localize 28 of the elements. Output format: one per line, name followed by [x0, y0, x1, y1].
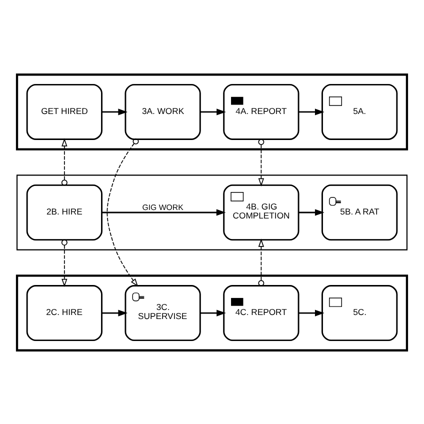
node-box: 2B. HIRE: [26, 184, 102, 240]
node-box: GET HIRED: [26, 83, 102, 140]
arrow: [102, 309, 128, 316]
node-box: 3C. SUPERVISE: [124, 284, 201, 341]
node-box: 4A. REPORT: [223, 83, 300, 140]
arrow: [102, 208, 226, 216]
arrow: [200, 309, 226, 316]
arrow: [298, 309, 324, 316]
arrow: [298, 108, 324, 115]
node-box: 4C. REPORT: [223, 284, 300, 341]
cluster: [16, 73, 408, 150]
node-box: 4B. GIG COMPLETION: [223, 184, 300, 240]
arrow: [258, 238, 264, 286]
edge-label: GIG WORK: [142, 202, 184, 212]
arrow: [61, 239, 68, 287]
node-box: 5A.: [322, 83, 398, 140]
arrow: [258, 138, 264, 186]
arrow: [106, 138, 139, 286]
arrow: [102, 108, 128, 115]
node-box: 3A. WORK: [124, 83, 201, 140]
node-box: 5B. A RAT: [322, 184, 398, 240]
cluster: [16, 174, 408, 250]
arrow: [200, 108, 226, 115]
node-box: 2C. HIRE: [26, 284, 102, 341]
arrow: [298, 208, 324, 216]
node-box: 5C.: [322, 284, 398, 341]
arrow: [61, 138, 68, 186]
cluster: [16, 274, 408, 351]
